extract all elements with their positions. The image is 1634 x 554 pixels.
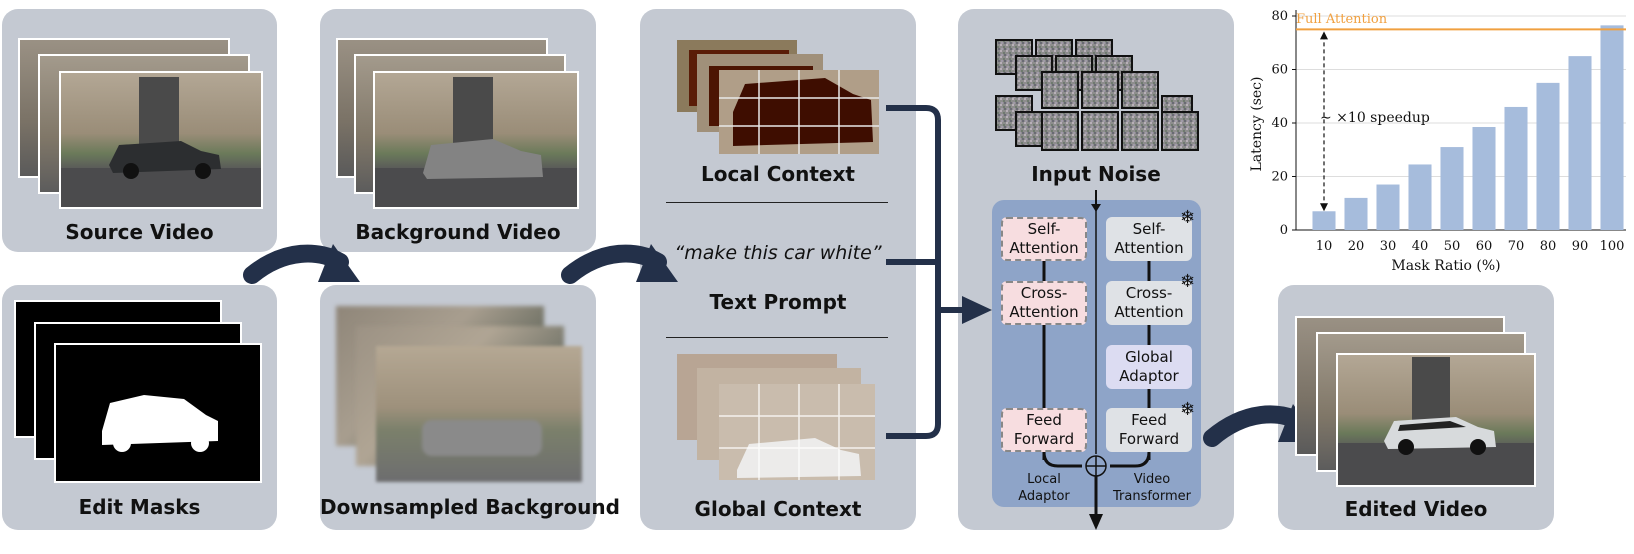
x-tick-label: 10 [1316, 239, 1333, 254]
video-frame [1336, 353, 1536, 487]
source-video-label: Source Video [65, 220, 214, 244]
local-context-label: Local Context [701, 162, 855, 186]
background-video-label: Background Video [355, 220, 561, 244]
local-self-attention-block: Self- Attention [1001, 217, 1087, 261]
x-tick-label: 100 [1600, 239, 1625, 254]
downsampled-background-label: Downsampled Background [320, 495, 620, 519]
edited-video-label: Edited Video [1344, 497, 1488, 521]
x-tick-label: 60 [1476, 239, 1493, 254]
y-tick-label: 0 [1280, 223, 1288, 238]
x-tick-label: 90 [1572, 239, 1589, 254]
frozen-icon: ❄ [1180, 399, 1196, 420]
x-tick-label: 20 [1348, 239, 1365, 254]
bar [1472, 127, 1496, 230]
divider [666, 337, 888, 338]
global-context-label: Global Context [694, 497, 862, 521]
bar [1600, 25, 1624, 230]
text-prompt-quote: “make this car white” [674, 242, 882, 264]
full-attention-label: Full Attention [1296, 12, 1388, 27]
chart-xlabel: Mask Ratio (%) [1391, 258, 1501, 274]
arrow-head-down [1320, 203, 1328, 212]
y-tick-label: 80 [1271, 9, 1288, 24]
bar [1376, 184, 1400, 230]
x-tick-label: 50 [1444, 239, 1461, 254]
video-frame [373, 71, 579, 209]
edit-masks-label: Edit Masks [78, 495, 201, 519]
chart-plot: 0 20 40 60 80 10 20 30 40 50 60 70 80 90 100 [1271, 9, 1626, 254]
bar [1408, 164, 1432, 230]
y-tick-label: 40 [1271, 116, 1288, 131]
video-cross-attention-block: Cross- Attention [1106, 281, 1192, 325]
x-tick-label: 30 [1380, 239, 1397, 254]
x-tick-label: 80 [1540, 239, 1557, 254]
bar [1344, 197, 1368, 230]
x-tick-label: 40 [1412, 239, 1429, 254]
bar [1536, 82, 1560, 230]
y-tick-label: 60 [1271, 63, 1288, 78]
chart-ylabel: Latency (sec) [1249, 76, 1265, 172]
video-feed-forward-block: Feed Forward [1106, 408, 1192, 452]
mask-frame [54, 343, 262, 483]
latency-chart: 0 20 40 60 80 10 20 30 40 50 60 70 80 90 100 Mask Rati… [1240, 0, 1634, 280]
video-frame [59, 71, 263, 209]
divider [666, 202, 888, 203]
x-tick-label: 70 [1508, 239, 1525, 254]
global-adaptor-block: Global Adaptor [1106, 345, 1192, 389]
speedup-annotation: ∼ ×10 speedup [1320, 110, 1430, 126]
arrow-head-up [1320, 31, 1328, 40]
frozen-icon: ❄ [1180, 207, 1196, 228]
bar [1312, 211, 1336, 230]
bar [1504, 106, 1528, 230]
local-cross-attention-block: Cross- Attention [1001, 281, 1087, 325]
input-noise-label: Input Noise [1031, 162, 1161, 186]
local-feed-forward-block: Feed Forward [1001, 408, 1087, 452]
bar [1440, 147, 1464, 230]
frozen-icon: ❄ [1180, 271, 1196, 292]
y-tick-label: 20 [1271, 170, 1288, 185]
blurred-frame [376, 346, 582, 482]
local-adaptor-label: Local Adaptor [1018, 472, 1070, 504]
text-prompt-label: Text Prompt [709, 290, 847, 314]
video-transformer-label: Video Transformer [1112, 472, 1191, 504]
bar [1568, 56, 1592, 230]
video-self-attention-block: Self- Attention [1106, 217, 1192, 261]
